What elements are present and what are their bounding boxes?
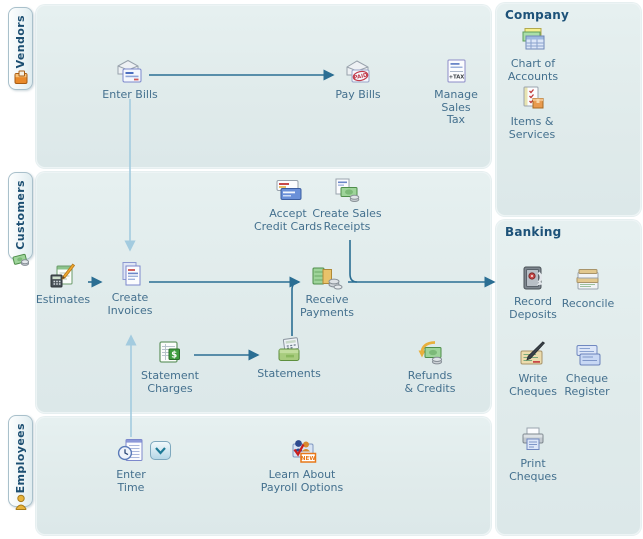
manage-sales-tax-icon: +TAX	[441, 57, 471, 87]
accept-credit-cards-node[interactable]: Accept Credit Cards	[253, 176, 323, 233]
svg-text:+TAX: +TAX	[449, 75, 465, 81]
company-section-title: Company	[505, 8, 570, 22]
cheque-register-icon	[572, 341, 602, 371]
chart-of-accounts-label: Chart of Accounts	[507, 57, 559, 83]
refunds-credits-node[interactable]: Refunds & Credits	[402, 338, 458, 395]
create-sales-receipts-node[interactable]: Create Sales Receipts	[307, 176, 387, 233]
cheque-register-node[interactable]: Cheque Register	[559, 341, 615, 398]
statements-label: Statements	[257, 367, 321, 380]
learn-payroll-node[interactable]: NEW Learn About Payroll Options	[257, 437, 347, 494]
tab-customers-label: Customers	[14, 180, 27, 250]
estimates-icon	[48, 262, 78, 292]
chart-of-accounts-node[interactable]: Chart of Accounts	[503, 26, 563, 83]
create-invoices-icon	[115, 260, 145, 290]
learn-payroll-label: Learn About Payroll Options	[260, 468, 344, 494]
statement-charges-label: Statement Charges	[141, 369, 199, 395]
enter-time-node[interactable]: Enter Time	[111, 437, 151, 494]
items-services-node[interactable]: Items & Services	[504, 84, 560, 141]
receive-payments-icon	[310, 262, 344, 292]
print-cheques-label: Print Cheques	[509, 457, 557, 483]
customers-money-icon	[12, 250, 30, 272]
chevron-down-icon	[155, 447, 166, 455]
enter-time-dropdown-button[interactable]	[150, 441, 171, 464]
estimates-label: Estimates	[35, 293, 91, 306]
new-badge	[300, 452, 317, 463]
refunds-credits-label: Refunds & Credits	[404, 369, 456, 395]
receive-payments-node[interactable]: Receive Payments	[297, 262, 357, 319]
manage-sales-tax-label: Manage Sales Tax	[434, 88, 478, 126]
record-deposits-node[interactable]: Record Deposits	[505, 264, 561, 321]
pay-bills-icon: PAID	[343, 57, 373, 87]
cheque-register-label: Cheque Register	[564, 372, 610, 398]
banking-section-title: Banking	[505, 225, 562, 239]
print-cheques-icon	[518, 426, 548, 456]
company-panel	[496, 3, 641, 216]
reconcile-node[interactable]: Reconcile	[553, 266, 623, 311]
create-sales-receipts-label: Create Sales Receipts	[312, 207, 382, 233]
record-deposits-label: Record Deposits	[509, 295, 557, 321]
write-cheques-label: Write Cheques	[509, 372, 557, 398]
learn-payroll-icon: NEW	[285, 437, 319, 467]
tab-employees-label: Employees	[14, 423, 27, 494]
create-invoices-node[interactable]: Create Invoices	[102, 260, 158, 317]
items-services-label: Items & Services	[508, 115, 556, 141]
svg-text:PAID: PAID	[353, 72, 369, 81]
refunds-credits-icon	[415, 338, 445, 368]
write-cheques-icon	[518, 341, 548, 371]
customers-panel	[36, 172, 491, 413]
pay-bills-node[interactable]: PAID Pay Bills	[323, 57, 393, 102]
record-deposits-icon	[518, 264, 548, 294]
manage-sales-tax-node[interactable]: +TAX Manage Sales Tax	[431, 57, 481, 127]
estimates-node[interactable]: Estimates	[28, 262, 98, 307]
tab-customers[interactable]: Customers	[8, 172, 33, 266]
accept-credit-cards-icon	[273, 176, 303, 206]
accept-credit-cards-label: Accept Credit Cards	[253, 207, 323, 233]
pay-bills-label: Pay Bills	[335, 88, 381, 101]
enter-bills-label: Enter Bills	[102, 88, 158, 101]
svg-text:NEW: NEW	[301, 456, 316, 462]
enter-time-label: Enter Time	[116, 468, 146, 494]
tab-vendors[interactable]: Vendors	[8, 7, 33, 90]
create-sales-receipts-icon	[332, 176, 362, 206]
chart-of-accounts-icon	[518, 26, 548, 56]
create-invoices-label: Create Invoices	[107, 291, 153, 317]
banking-panel	[496, 220, 641, 535]
vendors-panel	[36, 5, 491, 168]
employees-person-icon	[12, 493, 30, 515]
vendors-box-icon	[12, 68, 30, 90]
employees-panel	[36, 417, 491, 535]
enter-time-icon	[116, 437, 146, 467]
statement-charges-icon: $	[155, 338, 185, 368]
svg-text:$: $	[171, 350, 177, 360]
enter-bills-icon	[115, 57, 145, 87]
statements-icon	[274, 336, 304, 366]
items-services-icon	[517, 84, 547, 114]
reconcile-label: Reconcile	[561, 297, 615, 310]
enter-bills-node[interactable]: Enter Bills	[95, 57, 165, 102]
receive-payments-label: Receive Payments	[300, 293, 354, 319]
statement-charges-node[interactable]: $ Statement Charges	[137, 338, 203, 395]
tab-vendors-label: Vendors	[14, 15, 27, 69]
statements-node[interactable]: Statements	[254, 336, 324, 381]
print-cheques-node[interactable]: Print Cheques	[508, 426, 558, 483]
write-cheques-node[interactable]: Write Cheques	[508, 341, 558, 398]
tab-employees[interactable]: Employees	[8, 415, 33, 511]
reconcile-icon	[573, 266, 603, 296]
